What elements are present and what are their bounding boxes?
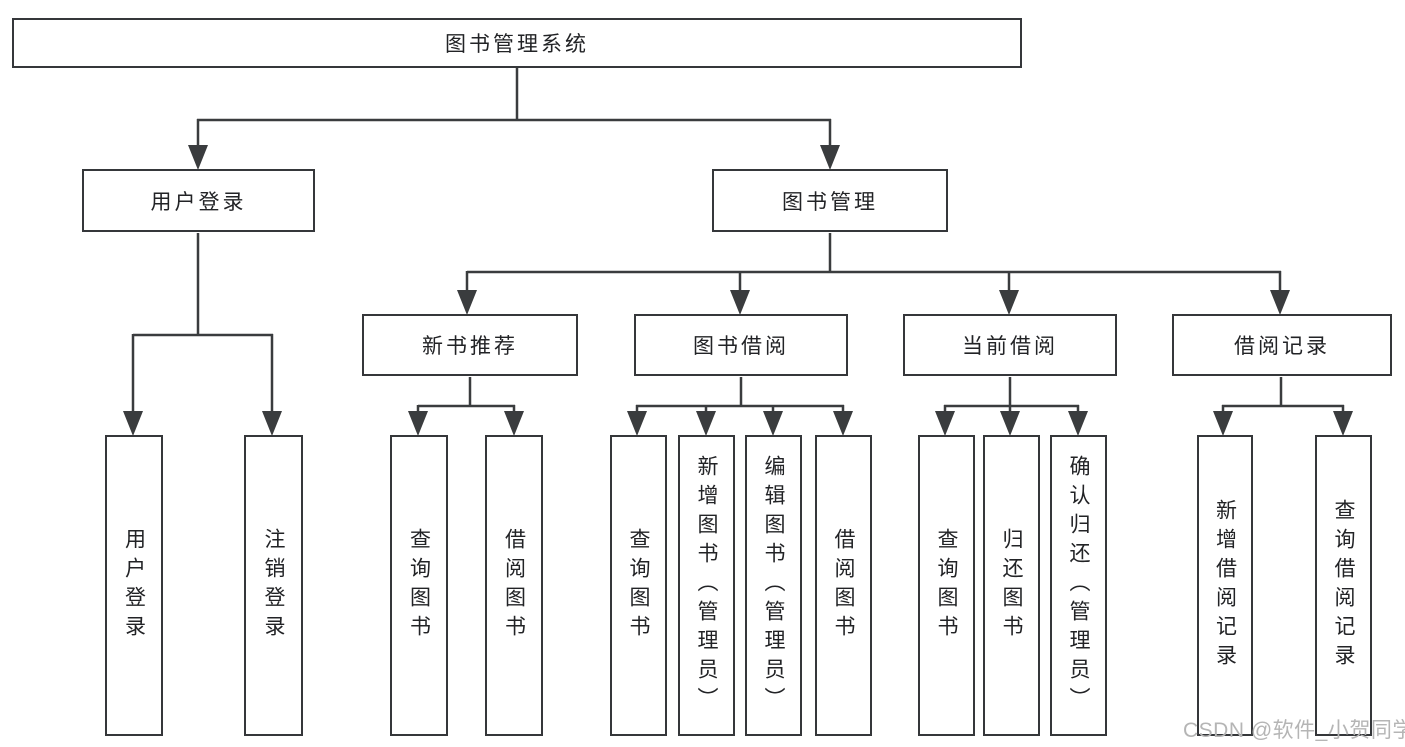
node-current-borrow: 当前借阅 <box>903 314 1117 376</box>
node-new-book-recommend: 新书推荐 <box>362 314 578 376</box>
leaf-borrow-add-books-label: 新增图书（管理员） <box>695 455 718 716</box>
leaf-borrow-borrow-books: 借阅图书 <box>815 435 872 736</box>
node-borrow-record: 借阅记录 <box>1172 314 1392 376</box>
node-root-label: 图书管理系统 <box>445 33 589 56</box>
leaf-borrow-query-books: 查询图书 <box>610 435 667 736</box>
leaf-recommend-query-books-label: 查询图书 <box>407 527 431 644</box>
node-book-management: 图书管理 <box>712 169 948 232</box>
leaf-borrow-query-books-label: 查询图书 <box>627 527 650 644</box>
leaf-current-query-books: 查询图书 <box>918 435 975 736</box>
leaf-borrow-edit-books: 编辑图书（管理员） <box>745 435 802 736</box>
leaf-record-add: 新增借阅记录 <box>1197 435 1253 736</box>
leaf-logout-label: 注销登录 <box>262 527 285 644</box>
leaf-borrow-add-books: 新增图书（管理员） <box>678 435 735 736</box>
leaf-user-login-label: 用户登录 <box>122 527 146 644</box>
leaf-borrow-borrow-books-label: 借阅图书 <box>832 527 855 644</box>
leaf-borrow-edit-books-label: 编辑图书（管理员） <box>762 455 785 716</box>
leaf-user-login: 用户登录 <box>105 435 163 736</box>
leaf-current-return-books: 归还图书 <box>983 435 1040 736</box>
node-book-borrow-label: 图书借阅 <box>693 335 789 358</box>
leaf-current-confirm-return-label: 确认归还（管理员） <box>1067 455 1090 716</box>
node-book-borrow: 图书借阅 <box>634 314 848 376</box>
node-user-login: 用户登录 <box>82 169 315 232</box>
leaf-recommend-query-books: 查询图书 <box>390 435 448 736</box>
leaf-current-confirm-return: 确认归还（管理员） <box>1050 435 1107 736</box>
node-current-borrow-label: 当前借阅 <box>962 335 1058 358</box>
csdn-watermark: CSDN @软件_小贺同学 <box>1183 719 1405 742</box>
arrowheads <box>123 145 1353 436</box>
node-book-management-label: 图书管理 <box>782 190 878 214</box>
node-borrow-record-label: 借阅记录 <box>1234 335 1330 358</box>
leaf-current-query-books-label: 查询图书 <box>935 527 958 644</box>
leaf-recommend-borrow-books: 借阅图书 <box>485 435 543 736</box>
leaf-record-query-label: 查询借阅记录 <box>1332 498 1355 673</box>
node-root: 图书管理系统 <box>12 18 1022 68</box>
leaf-record-query: 查询借阅记录 <box>1315 435 1372 736</box>
leaf-logout: 注销登录 <box>244 435 303 736</box>
node-user-login-label: 用户登录 <box>150 190 247 214</box>
leaf-record-add-label: 新增借阅记录 <box>1213 498 1237 673</box>
node-new-book-recommend-label: 新书推荐 <box>422 335 518 358</box>
leaf-recommend-borrow-books-label: 借阅图书 <box>502 527 526 644</box>
leaf-current-return-books-label: 归还图书 <box>1000 527 1023 644</box>
